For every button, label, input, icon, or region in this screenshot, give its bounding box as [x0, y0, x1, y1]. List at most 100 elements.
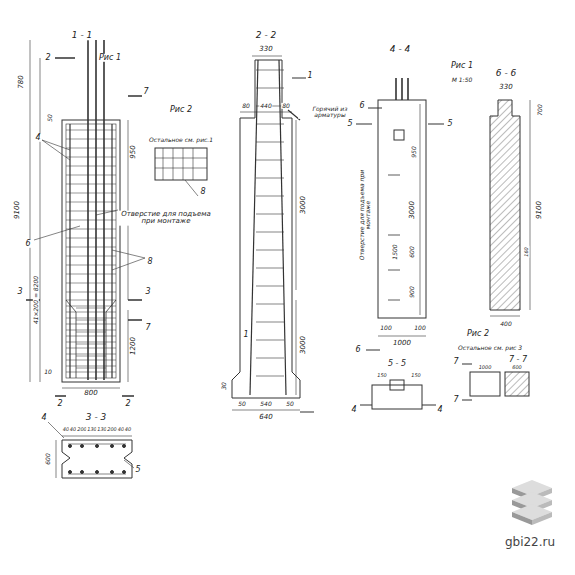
drawing-label: 100 — [379, 325, 392, 331]
detail-7-7 — [462, 364, 529, 400]
stirrup — [256, 160, 284, 161]
drawing-label: 150 — [376, 373, 388, 378]
stirrup — [256, 358, 284, 359]
stirrup — [66, 193, 116, 194]
stirrup — [66, 256, 116, 257]
stirrup — [66, 175, 116, 176]
stirrup — [256, 268, 284, 269]
stirrup — [66, 300, 116, 301]
section-3-3 — [48, 422, 134, 478]
stirrup — [66, 211, 116, 212]
stirrup — [66, 130, 116, 131]
stirrup — [66, 238, 116, 239]
drawing-label: 40 — [124, 427, 132, 432]
stirrup — [66, 360, 116, 361]
drawing-label: 950 — [130, 144, 137, 159]
drawing-label: 50 — [47, 113, 53, 123]
drawing-label: 8 — [146, 258, 153, 266]
stirrup — [66, 372, 116, 373]
drawing-label: 1000 — [392, 340, 412, 347]
stirrup — [76, 320, 106, 321]
drawing-label: Отверстие для подъема при монтаже — [359, 155, 372, 275]
drawing-label: 540 — [259, 401, 272, 407]
drawing-label: 150 — [410, 373, 422, 378]
stirrup — [256, 322, 284, 323]
drawing-label: 1200 — [130, 336, 137, 356]
stirrup — [66, 312, 116, 313]
drawing-label: 2 — [56, 400, 63, 408]
drawing-label: Горячий из арматуры — [298, 106, 362, 119]
stirrup — [256, 250, 284, 251]
stirrup — [66, 229, 116, 230]
drawing-label: 7 — [142, 88, 149, 96]
stirrup — [66, 324, 116, 325]
drawing-label: М 1:50 — [451, 77, 474, 83]
drawing-label: 3 — [16, 288, 23, 296]
stirrup — [66, 265, 116, 266]
stirrup — [256, 376, 284, 377]
stirrup — [66, 306, 116, 307]
stirrup — [76, 344, 106, 345]
drawing-label: 640 — [258, 414, 273, 421]
stirrup — [76, 308, 106, 309]
drawing-label: 330 — [498, 84, 513, 91]
drawing-label: 400 — [499, 321, 512, 327]
drawing-label: 10 — [43, 369, 53, 375]
stirrup — [256, 340, 284, 341]
stirrup — [66, 354, 116, 355]
stirrup — [66, 292, 116, 293]
elevation-4-4 — [356, 78, 444, 350]
drawing-label: 6 — [24, 240, 31, 248]
drawing-label: 5 — [134, 466, 141, 474]
drawing-label: 50 — [285, 401, 295, 407]
drawing-label: 600 — [45, 452, 51, 465]
stirrup — [76, 356, 106, 357]
drawing-label: 8 — [199, 188, 206, 196]
stirrup — [66, 184, 116, 185]
drawing-label: Рис 2 — [169, 106, 193, 114]
drawing-label: 7 — [452, 358, 459, 366]
drawing-label: 330 — [258, 46, 273, 53]
drawing-label: 1000 — [478, 365, 493, 370]
drawing-label: 800 — [83, 390, 98, 397]
drawing-label: 41×200 = 8200 — [33, 275, 39, 325]
drawing-label: Остальное см. рис.1 — [148, 137, 214, 143]
stirrup — [66, 139, 116, 140]
drawing-label: 6 - 6 — [495, 69, 517, 78]
drawing-label: 9100 — [536, 200, 543, 220]
drawing-label: 80 — [281, 103, 291, 109]
drawing-label: 100 — [413, 325, 426, 331]
drawing-label: 2 — [44, 54, 51, 62]
drawing-label: 30 — [221, 381, 227, 391]
stirrup — [66, 220, 116, 221]
drawing-label: 600 — [409, 245, 415, 258]
stirrup — [66, 274, 116, 275]
drawing-label: 2 — [124, 400, 131, 408]
stirrup — [256, 178, 284, 179]
stirrup — [256, 232, 284, 233]
stirrup — [76, 368, 106, 369]
drawing-label: 4 — [34, 134, 41, 142]
stirrup — [256, 196, 284, 197]
drawing-label: 440 — [259, 103, 272, 109]
drawing-label: 5 — [446, 120, 453, 128]
drawing-label: 700 — [537, 103, 543, 116]
stirrup — [66, 342, 116, 343]
drawing-label: 5 — [346, 120, 353, 128]
stirrup — [66, 283, 116, 284]
stirrup — [256, 214, 284, 215]
drawing-label: Рис 1 — [98, 54, 122, 62]
drawing-label: Рис 2 — [466, 330, 490, 338]
stirrup — [256, 142, 284, 143]
stirrup — [66, 330, 116, 331]
drawing-label: 9100 — [14, 200, 21, 220]
drawing-label: 6 — [354, 346, 361, 354]
drawing-label: 3 — [144, 288, 151, 296]
drawing-label: 80 — [241, 103, 251, 109]
drawing-label: 6 — [358, 102, 365, 110]
drawing-label: 4 - 4 — [389, 45, 411, 54]
drawing-label: 600 — [511, 365, 523, 370]
stirrup — [256, 124, 284, 125]
drawing-label: 50 — [237, 401, 247, 407]
drawing-label: 5 - 5 — [387, 360, 407, 368]
